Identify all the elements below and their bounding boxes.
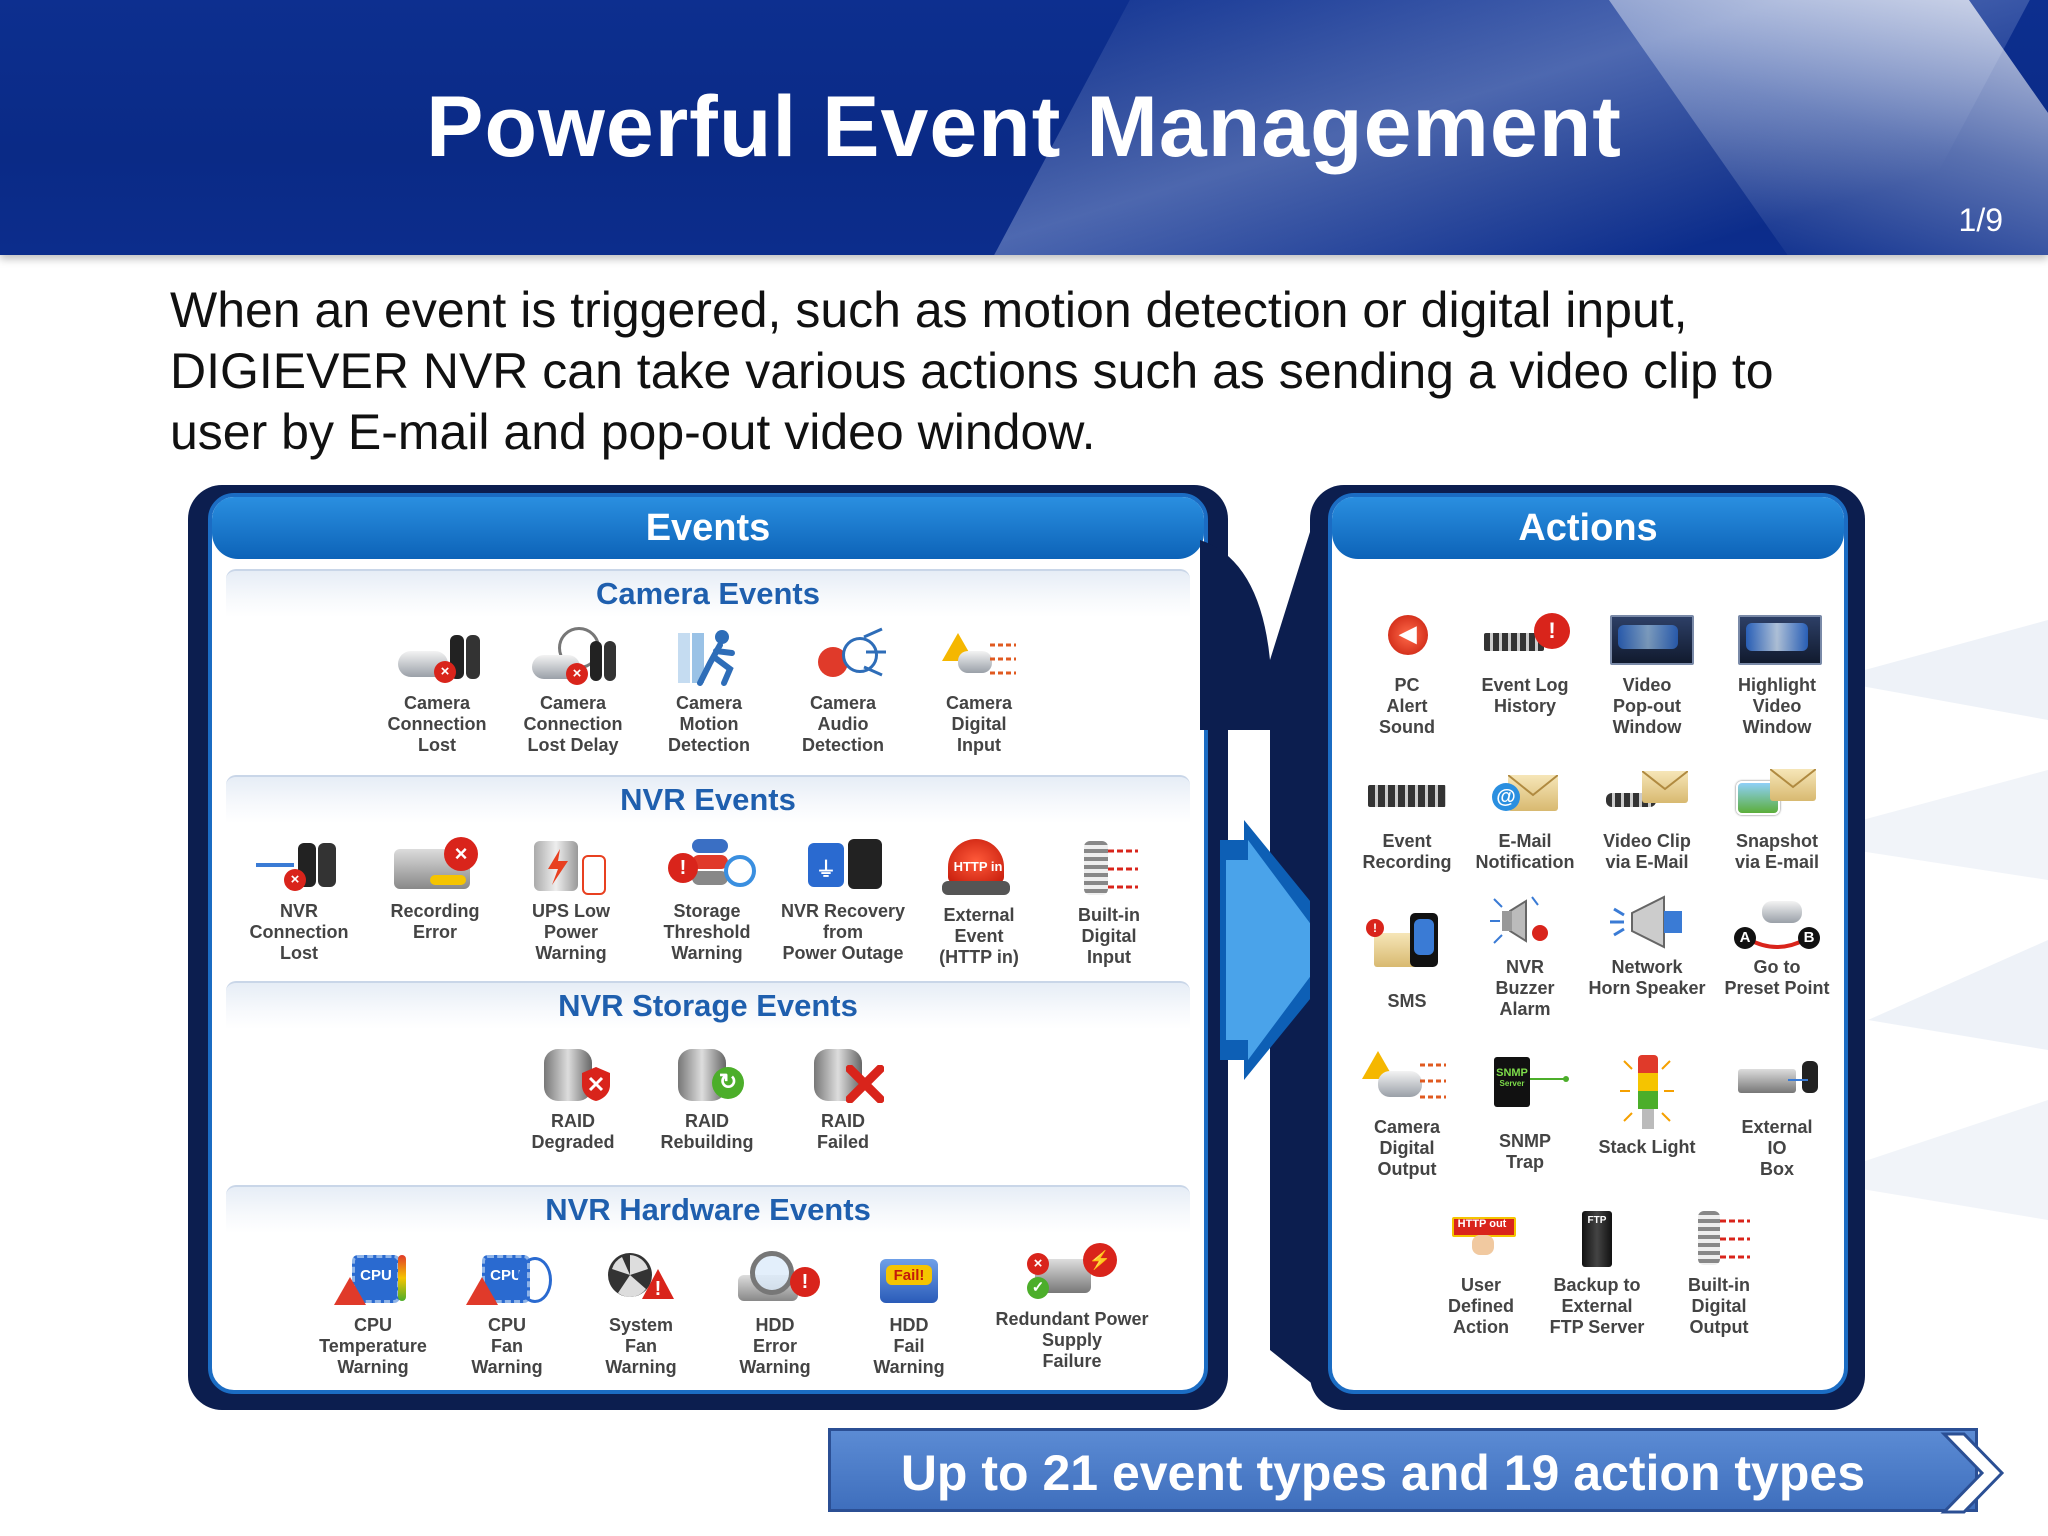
action-pc-alert-sound: ◀ PC Alert Sound	[1342, 609, 1472, 738]
http-out-icon: HTTP out	[1436, 1209, 1526, 1271]
raid-rebuilding-icon: ↻	[662, 1045, 752, 1107]
storage-threshold-icon: !	[662, 835, 756, 897]
running-man-icon	[664, 627, 754, 689]
chevron-right-icon	[1940, 1432, 2005, 1514]
snapshot-email-icon	[1732, 765, 1822, 827]
raid-degraded-icon	[528, 1045, 618, 1107]
camera-output-icon	[1362, 1051, 1452, 1113]
action-snapshot-email: Snapshot via E-mail	[1712, 765, 1842, 873]
battery-warning-icon	[526, 835, 616, 897]
snmp-icon: SNMP Server	[1480, 1051, 1570, 1113]
background-rays	[1788, 620, 2048, 1220]
page-number: 1/9	[1958, 202, 2003, 238]
action-event-log-history: ! Event Log History	[1460, 609, 1590, 717]
highlight-window-icon	[1732, 609, 1822, 671]
event-raid-degraded: RAID Degraded	[508, 1045, 638, 1153]
raid-failed-icon	[798, 1045, 888, 1107]
buzzer-icon	[1480, 891, 1570, 953]
slide-title: Powerful Event Management	[426, 79, 1622, 175]
action-stack-light: Stack Light	[1582, 1051, 1712, 1158]
io-box-icon	[1732, 1051, 1822, 1113]
camera-disconnect-icon: ×	[392, 627, 482, 689]
event-builtin-digital-input: Built-in Digital Input	[1044, 839, 1174, 968]
power-recovery-icon: ⏚	[798, 835, 888, 897]
events-to-actions-arrow	[1200, 500, 1350, 1390]
camera-timer-icon: ×	[528, 627, 618, 689]
network-disconnect-icon: ×	[254, 835, 344, 897]
event-cpu-temperature: CPU CPU Temperature Warning	[308, 1249, 438, 1378]
actions-panel: Actions ◀ PC Alert Sound ! Event Log His…	[1310, 485, 1865, 1410]
events-panel: Events Camera Events × Camera Connection…	[188, 485, 1228, 1410]
storage-events-heading: NVR Storage Events	[226, 981, 1190, 1029]
action-sms: ! SMS	[1342, 911, 1472, 1012]
event-raid-rebuilding: ↻ RAID Rebuilding	[642, 1045, 772, 1153]
actions-heading: Actions	[1332, 497, 1844, 559]
action-highlight-video: Highlight Video Window	[1712, 609, 1842, 738]
system-fan-icon: !	[596, 1249, 686, 1311]
event-camera-audio-detection: Camera Audio Detection	[778, 627, 908, 756]
speaker-alert-icon: ◀	[1362, 609, 1452, 671]
cpu-temperature-icon: CPU	[328, 1249, 418, 1311]
cpu-fan-icon: CPU	[462, 1249, 552, 1311]
event-nvr-connection-lost: × NVR Connection Lost	[234, 835, 364, 964]
event-recording-error: × Recording Error	[370, 835, 500, 943]
event-redundant-power: × ✓ ⚡ Redundant Power Supply Failure	[992, 1243, 1152, 1372]
video-email-icon	[1602, 765, 1692, 827]
stack-light-icon	[1602, 1051, 1692, 1133]
event-system-fan: ! System Fan Warning	[576, 1249, 706, 1378]
svg-text:!: !	[655, 1278, 662, 1300]
power-supply-icon: × ✓ ⚡	[1027, 1243, 1117, 1305]
action-external-io-box: External IO Box	[1712, 1051, 1842, 1180]
event-camera-connection-lost: × Camera Connection Lost	[372, 627, 502, 756]
hdd-error-icon: !	[730, 1249, 820, 1311]
digital-input-warning-icon	[934, 627, 1024, 689]
event-external-http-in: HTTP in External Event (HTTP in)	[914, 839, 1044, 968]
builtin-input-icon	[1064, 839, 1154, 901]
event-raid-failed: RAID Failed	[778, 1045, 908, 1153]
slide-header: Powerful Event Management 1/9	[0, 0, 2048, 255]
event-hdd-error: ! HDD Error Warning	[710, 1249, 840, 1378]
preset-point-icon: A B	[1732, 891, 1822, 953]
action-video-popout: Video Pop-out Window	[1582, 609, 1712, 738]
action-nvr-buzzer: NVR Buzzer Alarm	[1460, 891, 1590, 1020]
event-power-recovery: ⏚ NVR Recovery from Power Outage	[778, 835, 908, 964]
hardware-events-heading: NVR Hardware Events	[226, 1185, 1190, 1233]
nvr-events-heading: NVR Events	[226, 775, 1190, 823]
camera-events-heading: Camera Events	[226, 569, 1190, 617]
action-video-clip-email: Video Clip via E-Mail	[1582, 765, 1712, 873]
hdd-fail-icon: Fail!	[864, 1249, 954, 1311]
action-user-defined: HTTP out User Defined Action	[1416, 1209, 1546, 1338]
action-builtin-digital-output: Built-in Digital Output	[1654, 1209, 1784, 1338]
sms-icon: !	[1362, 911, 1452, 973]
action-event-recording: Event Recording	[1342, 765, 1472, 873]
event-log-icon: !	[1480, 609, 1570, 671]
builtin-output-icon	[1674, 1209, 1764, 1271]
events-heading: Events	[212, 497, 1204, 559]
action-camera-digital-output: Camera Digital Output	[1342, 1051, 1472, 1180]
event-cpu-fan: CPU CPU Fan Warning	[442, 1249, 572, 1378]
video-window-icon	[1602, 609, 1694, 671]
event-camera-motion-detection: Camera Motion Detection	[644, 627, 774, 756]
action-backup-ftp: FTP Backup to External FTP Server	[1532, 1209, 1662, 1338]
ftp-server-icon: FTP	[1552, 1209, 1642, 1271]
action-go-to-preset: A B Go to Preset Point	[1712, 891, 1842, 999]
event-ups-low-power: UPS Low Power Warning	[506, 835, 636, 964]
event-camera-digital-input: Camera Digital Input	[914, 627, 1044, 756]
email-icon: @	[1480, 765, 1570, 827]
intro-paragraph: When an event is triggered, such as moti…	[170, 282, 1774, 460]
action-email-notification: @ E-Mail Notification	[1460, 765, 1590, 873]
action-network-horn: Network Horn Speaker	[1582, 891, 1712, 999]
recording-error-icon: ×	[390, 835, 480, 897]
action-snmp-trap: SNMP Server SNMP Trap	[1460, 1051, 1590, 1173]
event-hdd-fail: Fail! HDD Fail Warning	[844, 1249, 974, 1378]
summary-banner: Up to 21 event types and 19 action types	[828, 1428, 1978, 1512]
http-in-icon: HTTP in	[934, 839, 1024, 901]
horn-speaker-icon	[1602, 891, 1692, 953]
event-camera-connection-lost-delay: × Camera Connection Lost Delay	[508, 627, 638, 756]
audio-alarm-icon	[798, 627, 888, 689]
event-storage-threshold: ! Storage Threshold Warning	[642, 835, 772, 964]
film-strip-icon	[1362, 765, 1452, 827]
